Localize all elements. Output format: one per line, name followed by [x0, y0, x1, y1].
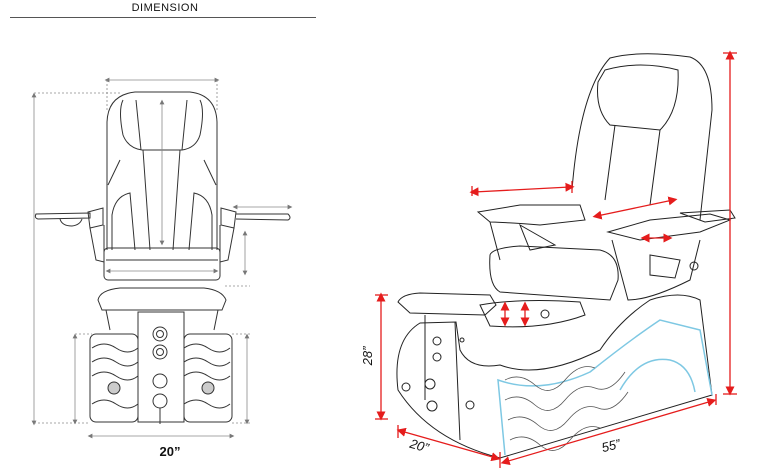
front-headrest: [120, 99, 203, 151]
section-title: DIMENSION: [131, 2, 199, 14]
depth-20-label: 20”: [407, 436, 431, 456]
front-tray-left: [34, 212, 91, 220]
persp-armrest-left: [476, 204, 586, 226]
perspective-dimension-lines: [375, 50, 737, 468]
dim-red-seat-depth: [592, 196, 678, 220]
persp-tray: [679, 209, 736, 223]
persp-wave-panel: [497, 319, 713, 456]
perspective-view: [396, 53, 736, 459]
front-view: [34, 91, 291, 424]
persp-footrest: [397, 292, 497, 316]
front-cabinet-center: [137, 311, 185, 423]
front-seat: [103, 247, 221, 281]
persp-seat: [489, 245, 619, 301]
front-cabinet-right: [183, 333, 233, 423]
front-armrest-left: [87, 207, 104, 229]
length-55-label: 55”: [600, 436, 623, 455]
dim-red-armrest-span: [469, 182, 575, 197]
persp-base-body: [396, 294, 713, 459]
persp-armrest-right: [606, 213, 732, 241]
front-dimension-lines: [31, 77, 293, 439]
height-28-label: 28”: [360, 346, 375, 366]
front-backrest: [106, 91, 218, 250]
front-width-label: 20”: [160, 444, 181, 459]
front-basin: [97, 287, 227, 311]
persp-backrest: [571, 53, 713, 221]
front-tray-right: [235, 213, 291, 221]
persp-headrest: [597, 64, 679, 131]
front-armrest-right: [220, 207, 237, 229]
dim-red-20-depth: [396, 427, 501, 462]
title-underline: [10, 17, 316, 18]
dim-red-55-length: [500, 397, 717, 466]
